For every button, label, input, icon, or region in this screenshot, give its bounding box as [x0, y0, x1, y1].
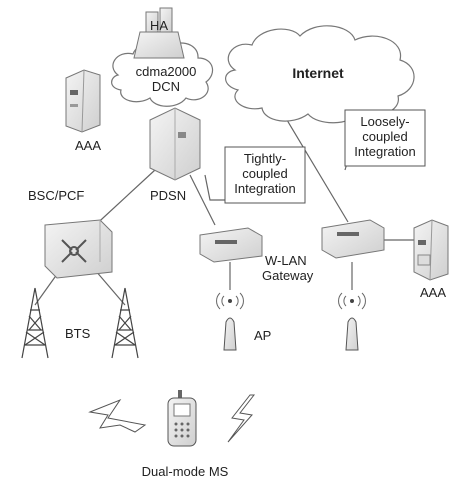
- link-pdsn-iwf: [189, 174, 216, 226]
- tight-callout-box: [224, 146, 306, 204]
- interworking-device-icon: [199, 227, 263, 263]
- aaa-right-server-icon: [413, 219, 449, 281]
- cdma-cloud-label-2: DCN: [152, 79, 180, 94]
- loose-callout-line-1: Loosely-: [360, 114, 409, 129]
- dual-mode-ms-label: Dual-mode MS: [142, 464, 229, 479]
- internet-label: Internet: [292, 65, 344, 81]
- wlan-gateway-label-2: Gateway: [262, 268, 314, 283]
- internet-cloud: [225, 25, 415, 124]
- radio-link-right-bolt-icon: [227, 394, 256, 443]
- bts-label: BTS: [65, 326, 91, 341]
- wlan-gateway-device-icon: [321, 219, 385, 259]
- aaa-left-server-icon: [65, 69, 101, 133]
- ha-label: HA: [150, 18, 168, 33]
- bsc-pcf-label: BSC/PCF: [28, 188, 84, 203]
- bts-tower-left-icon: [21, 287, 49, 359]
- link-bsc-bts-right: [94, 269, 126, 306]
- bts-tower-right-icon: [111, 287, 139, 359]
- tight-callout-line-3: Integration: [234, 181, 295, 196]
- wlan-gateway-label-1: W-LAN: [265, 253, 307, 268]
- loose-callout-line-3: Integration: [354, 144, 415, 159]
- tight-callout-line-1: Tightly-: [244, 151, 286, 166]
- aaa-left-label: AAA: [75, 138, 101, 153]
- callout-pointer-tight: [204, 174, 228, 201]
- loose-callout-box: [344, 109, 426, 167]
- dual-mode-phone-icon: [167, 390, 197, 447]
- cdma-cloud-label-1: cdma2000: [136, 64, 197, 79]
- link-pdsn-bsc: [89, 169, 156, 231]
- radio-link-left-bolt-icon: [88, 398, 147, 433]
- tight-callout-line-2: coupled: [242, 166, 288, 181]
- access-point-tight-icon: [216, 292, 244, 351]
- aaa-right-label: AAA: [420, 285, 446, 300]
- ha-node-icon: [133, 7, 185, 59]
- ap-label: AP: [254, 328, 271, 343]
- access-point-loose-icon: [338, 292, 366, 351]
- pdsn-device-icon: [149, 107, 201, 181]
- loose-callout-line-2: coupled: [362, 129, 408, 144]
- pdsn-label: PDSN: [150, 188, 186, 203]
- bsc-pcf-device-icon: [44, 219, 113, 279]
